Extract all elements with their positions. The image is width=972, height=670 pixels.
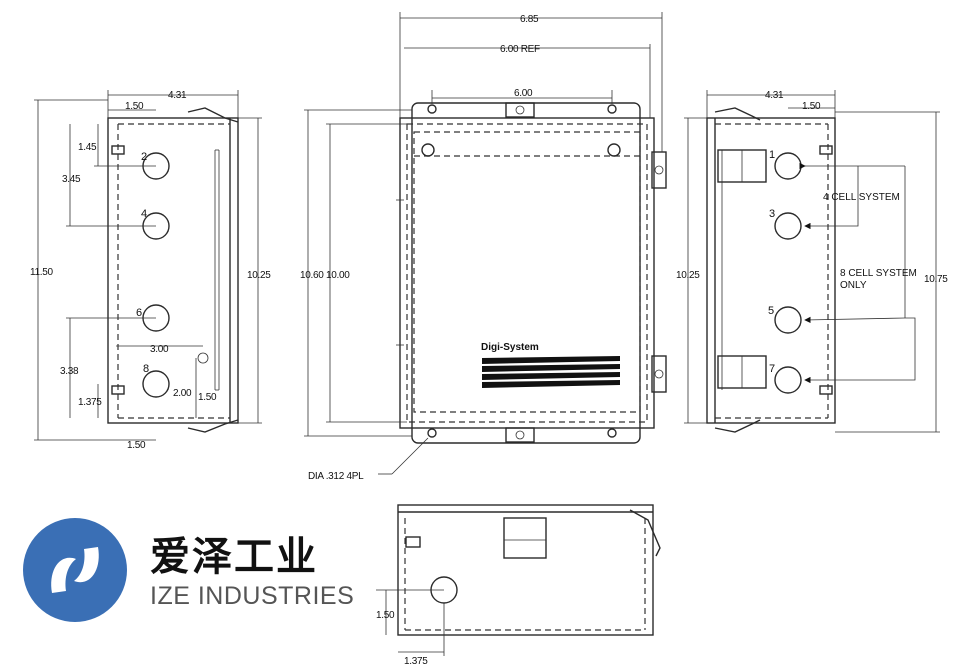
left-side-view: 2 4 6 8 4.31 1.50 11.50 10.25 1.45 3.45 … <box>30 90 272 451</box>
right-side-view: 1 3 5 7 4 CELL SYSTEM 8 CELL SYSTEM ONLY… <box>676 90 949 433</box>
dim-right-depth: 4.31 <box>765 90 784 101</box>
cell-label: 1 <box>769 149 775 161</box>
four-cell-label: 4 CELL SYSTEM <box>823 192 900 203</box>
dim-3-00: 3.00 <box>150 344 169 355</box>
dim-bottom-1-50: 1.50 <box>127 440 146 451</box>
cell-8-port <box>142 370 170 398</box>
cell-3-port <box>774 212 802 240</box>
dim-bottom-1-50: 1.50 <box>376 610 395 621</box>
cell-label: 7 <box>769 363 775 375</box>
cell-label: 4 <box>141 208 147 220</box>
dim-side-depth: 4.31 <box>168 90 187 101</box>
cell-label: 2 <box>141 151 147 163</box>
dim-overall-width: 6.85 <box>520 14 539 25</box>
dim-1-50-side: 1.50 <box>198 392 217 403</box>
dim-ref-width: 6.00 REF <box>500 44 540 55</box>
dim-side-offset: 1.50 <box>125 101 144 112</box>
dim-1-45: 1.45 <box>78 142 97 153</box>
dim-bottom-1-375: 1.375 <box>404 656 428 667</box>
eight-cell-label: 8 CELL SYSTEM <box>840 268 917 279</box>
dim-right-height-10-25: 10.25 <box>676 270 700 281</box>
dim-mount-spacing: 6.00 <box>514 88 533 99</box>
front-view: Digi-System 6.85 6.00 REF 6.00 10.60 10.… <box>300 12 667 482</box>
cell-label: 3 <box>769 208 775 220</box>
hole-note: DIA .312 4PL <box>308 471 364 482</box>
dim-right-height-10-75: 10.75 <box>924 274 948 285</box>
cell-label: 8 <box>143 363 149 375</box>
brand-name-cn: 爱泽工业 <box>150 534 318 580</box>
dim-right-offset: 1.50 <box>802 101 821 112</box>
bottom-view: 1.50 1.375 <box>376 504 661 667</box>
brand-logo-icon <box>23 518 127 622</box>
product-stripes <box>482 356 620 388</box>
dim-front-height: 10.60 10.00 <box>300 270 350 281</box>
cell-7-port <box>774 366 802 394</box>
dim-height-10-25: 10.25 <box>247 270 271 281</box>
product-label: Digi-System <box>481 342 539 353</box>
dim-height-11-50: 11.50 <box>30 267 54 278</box>
dim-3-38: 3.38 <box>60 366 79 377</box>
cell-1-port <box>774 152 802 180</box>
cell-label: 6 <box>136 307 142 319</box>
dim-2-00: 2.00 <box>173 388 192 399</box>
cell-5-port <box>774 306 802 334</box>
brand-name-en: IZE INDUSTRIES <box>150 582 355 610</box>
cell-label: 5 <box>768 305 774 317</box>
dim-1-375: 1.375 <box>78 397 102 408</box>
eight-cell-label-2: ONLY <box>840 280 867 291</box>
dim-3-45: 3.45 <box>62 174 81 185</box>
